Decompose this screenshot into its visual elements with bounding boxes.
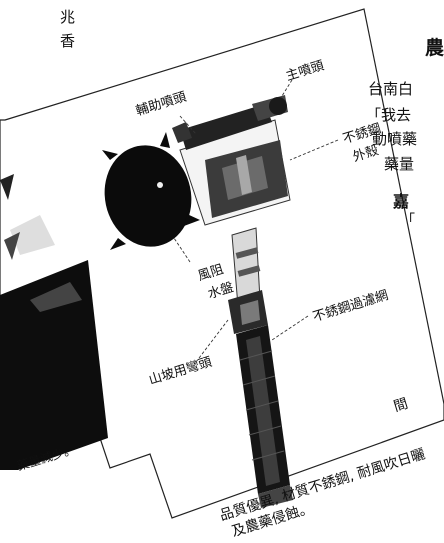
right-column-heading: 農 bbox=[425, 37, 444, 59]
right-column-line4: 藥量 bbox=[384, 155, 415, 173]
label-aux-nozzle: 輔助噴頭 bbox=[134, 89, 189, 120]
left-photo-caption: 藥量減少。 bbox=[15, 442, 78, 474]
left-photo-image bbox=[0, 174, 108, 470]
top-left-text-1: 兆 bbox=[60, 8, 76, 26]
right-column-subheading: 嘉 bbox=[393, 192, 410, 211]
right-column-line2: 「我去 bbox=[366, 106, 412, 124]
right-column-bottom-text: 間 bbox=[391, 395, 410, 416]
right-column-line1: 台南白 bbox=[368, 80, 414, 98]
right-column-line5: 「 bbox=[401, 213, 415, 229]
label-slope-fitting: 山坡用彎頭 bbox=[147, 354, 214, 389]
label-main-nozzle: 主噴頭 bbox=[284, 58, 326, 85]
right-column-line3: 動噴藥 bbox=[372, 130, 418, 148]
photo-caption-line1: 品質優異, 材質不銹鋼, 耐風吹日曬 bbox=[217, 446, 428, 525]
label-filter: 不銹鋼過濾網 bbox=[311, 288, 391, 326]
sprinkler-image bbox=[102, 95, 293, 508]
top-left-text-2: 香 bbox=[60, 32, 76, 50]
